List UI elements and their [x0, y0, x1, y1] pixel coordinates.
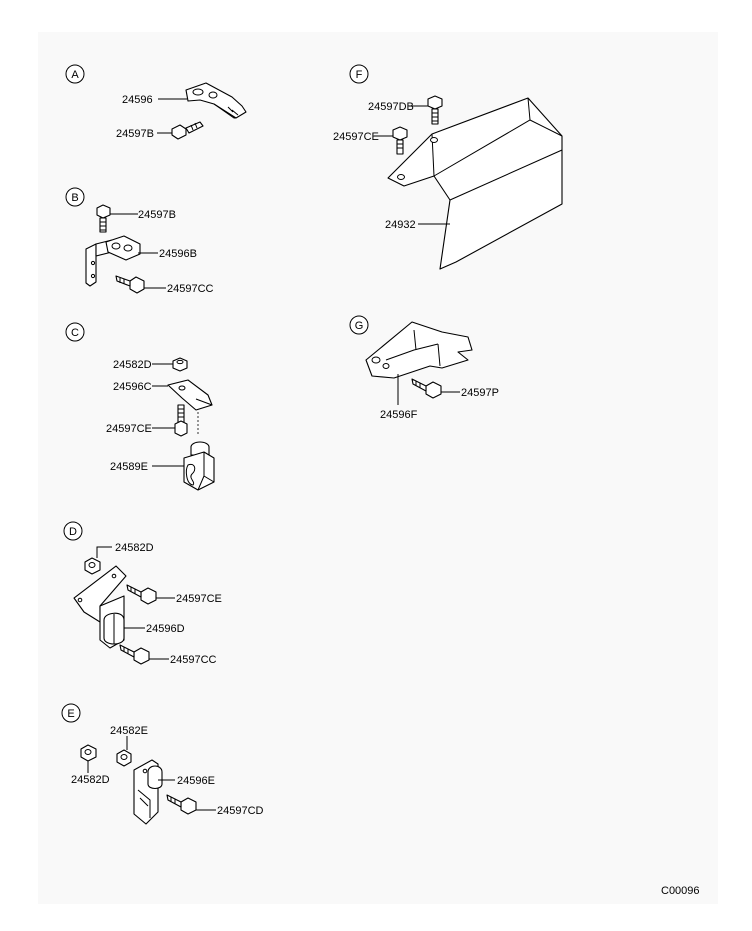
- part-label-24597cc-d: 24597CC: [170, 654, 217, 666]
- part-label-24596: 24596: [122, 94, 153, 106]
- part-label-24597cc-b: 24597CC: [167, 283, 214, 295]
- part-label-24596c: 24596C: [113, 381, 152, 393]
- section-e: E 24582E 24582D 24596E: [61, 703, 264, 825]
- section-g: G 24596F 24597P: [349, 315, 499, 421]
- part-label-24597p: 24597P: [461, 387, 499, 399]
- section-c: C 24582D 24596C 24597CE: [65, 322, 215, 491]
- part-label-24596b: 24596B: [159, 248, 197, 260]
- diagram-sheet: [38, 32, 718, 904]
- part-24597cc-bolt-d: [119, 644, 150, 665]
- part-label-24582d-e: 24582D: [71, 774, 110, 786]
- part-24597cc-bolt-b: [115, 275, 145, 294]
- part-24596-drawing: [185, 82, 247, 119]
- part-24597cd-bolt: [166, 794, 197, 815]
- part-label-24597ce-c: 24597CE: [106, 423, 152, 435]
- section-f-marker: [349, 64, 369, 84]
- part-24596e-bracket: [133, 759, 163, 825]
- section-e-label: E: [67, 708, 74, 720]
- part-label-24597ce-d: 24597CE: [176, 593, 222, 605]
- part-24582e-nut: [116, 749, 132, 767]
- section-c-marker: [65, 322, 85, 342]
- part-label-24582d-c: 24582D: [113, 359, 152, 371]
- part-24596d-bracket: [73, 565, 127, 649]
- part-label-24596d: 24596D: [146, 623, 185, 635]
- part-label-24582e: 24582E: [110, 725, 148, 737]
- part-label-24589e: 24589E: [110, 461, 148, 473]
- figure-code: C00096: [661, 885, 700, 897]
- section-b: B 24597B 24596B 24597CC: [65, 187, 214, 295]
- section-b-label: B: [71, 192, 78, 204]
- part-24597b-bolt: [171, 121, 204, 140]
- section-f: F 24597DB 24597CE 24932: [333, 64, 563, 270]
- part-24582d-nut-d: [84, 557, 101, 575]
- part-label-24582d-d: 24582D: [115, 542, 154, 554]
- section-d-label: D: [69, 526, 77, 538]
- section-a-marker: [65, 64, 85, 84]
- part-24597ce-bolt-d: [126, 584, 157, 605]
- part-label-24932: 24932: [385, 219, 416, 231]
- part-label-24597db: 24597DB: [368, 101, 414, 113]
- section-d-marker: [63, 521, 83, 541]
- part-24596f-bracket: [365, 321, 473, 379]
- section-a-label: A: [71, 69, 79, 81]
- section-d: D 24582D 24597CE 24596D: [63, 521, 222, 666]
- part-24597ce-bolt-f: [392, 126, 408, 155]
- part-label-24597b: 24597B: [116, 128, 154, 140]
- section-a: A 24596 24597B: [65, 64, 247, 140]
- part-label-24596e: 24596E: [177, 775, 215, 787]
- part-label-24597cd: 24597CD: [217, 805, 264, 817]
- section-c-label: C: [71, 327, 79, 339]
- part-24597p-bolt: [411, 378, 442, 399]
- part-24596c-plate: [167, 379, 213, 411]
- section-g-label: G: [355, 320, 364, 332]
- section-b-marker: [65, 187, 85, 207]
- part-24932-cover: [387, 97, 563, 270]
- part-label-24597ce-f: 24597CE: [333, 131, 379, 143]
- part-label-24596f: 24596F: [380, 409, 418, 421]
- section-f-label: F: [356, 69, 363, 81]
- part-24597db-bolt: [427, 95, 443, 125]
- part-24597b-bolt-b: [96, 204, 111, 233]
- part-24597ce-bolt-c: [174, 404, 199, 437]
- part-24582d-nut-c: [172, 357, 188, 372]
- part-24589e-clamp: [183, 441, 215, 491]
- section-e-marker: [61, 703, 81, 723]
- part-24596b-bracket: [85, 235, 141, 287]
- part-24582d-nut-e: [80, 744, 97, 762]
- part-label-24597b-b: 24597B: [138, 209, 176, 221]
- section-g-marker: [349, 315, 369, 335]
